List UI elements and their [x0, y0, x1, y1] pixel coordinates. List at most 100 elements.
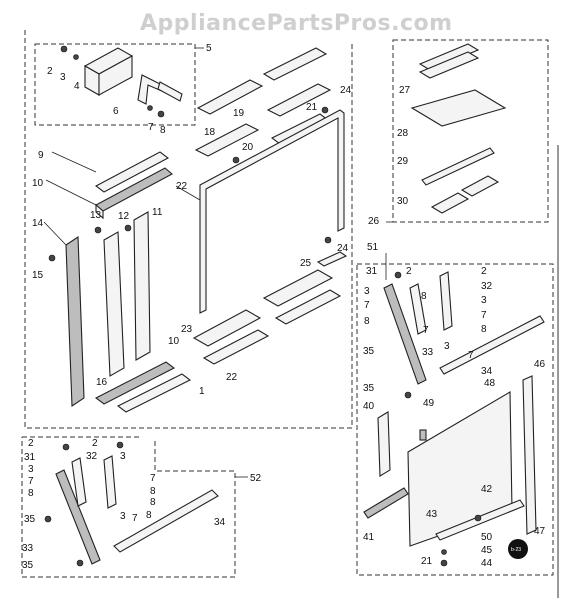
part-35-screw-52a [44, 515, 52, 523]
part-28-panel [410, 89, 507, 127]
part-18-rail-rear [262, 47, 328, 81]
part-24-screw-top [321, 106, 329, 114]
part-31-bracket [409, 283, 427, 335]
callout-8-51c: 8 [421, 291, 427, 302]
callout-10: 10 [32, 178, 44, 189]
callout-16: 16 [96, 377, 108, 388]
callout-3-52b: 3 [120, 451, 126, 462]
callout-7-52b: 7 [150, 473, 156, 484]
part-49-clip [419, 429, 427, 441]
part-23-rail [192, 309, 262, 347]
callout-3-51c: 3 [444, 341, 450, 352]
callout-22a: 22 [176, 181, 188, 192]
part-15-screw [48, 254, 56, 262]
callout-44: 44 [481, 558, 493, 569]
callout-45: 45 [481, 545, 493, 556]
callout-3-52a: 3 [28, 464, 34, 475]
callout-14: 14 [32, 218, 44, 229]
callout-8-52a: 8 [28, 488, 34, 499]
callout-35-52b: 35 [22, 560, 34, 571]
group-26-border [392, 39, 549, 223]
part-19-rail-strip [270, 113, 330, 145]
part-30-block-b [460, 175, 500, 197]
callout-26: 26 [368, 216, 380, 227]
part-12-screw [124, 224, 132, 232]
part-48-panel [407, 391, 513, 547]
part-9-channel [94, 151, 170, 193]
callout-7-51a: 7 [364, 300, 370, 311]
part-4-plate-front [98, 55, 133, 96]
main-assembly-border [24, 30, 353, 429]
callout-34-52: 34 [214, 517, 226, 528]
callout-11: 11 [152, 207, 163, 218]
callout-34-51: 34 [481, 366, 493, 377]
callout-6: 6 [113, 106, 119, 117]
part-2-screw-52b [116, 441, 124, 449]
part-46-jamb [522, 375, 537, 535]
part-22-frame [199, 109, 345, 314]
part-10-channel-end [95, 203, 104, 220]
callout-25: 25 [300, 258, 312, 269]
callout-21: 21 [306, 102, 318, 113]
part-42-screw [474, 514, 482, 522]
callout-20: 20 [242, 142, 254, 153]
part-27-seal-lower [418, 51, 480, 79]
part-13-screw [94, 226, 102, 234]
part-2-screw-52a [62, 443, 70, 451]
part-40-jamb [377, 411, 391, 477]
callout-2-52b: 2 [92, 438, 98, 449]
callout-7-52a: 7 [28, 476, 34, 487]
part-47-badge [508, 539, 528, 559]
part-24-screw-bottom [324, 236, 332, 244]
callout-21-51: 21 [421, 556, 433, 567]
part-1-sill [116, 373, 192, 413]
part-32-bracket-52 [103, 455, 117, 509]
callout-50: 50 [481, 532, 493, 543]
callout-29: 29 [397, 156, 409, 167]
part-35-screw-51 [404, 391, 412, 399]
part-22-rail-left [202, 329, 270, 365]
callout-31: 31 [366, 266, 378, 277]
group-5-border [34, 43, 196, 126]
callout-3-51a: 3 [364, 286, 370, 297]
callout-8-51b: 8 [481, 324, 487, 335]
callout-3-52c: 3 [120, 511, 126, 522]
callout-41: 41 [363, 532, 375, 543]
callout-2-51a: 2 [406, 266, 412, 277]
callout-35-51b: 35 [363, 383, 375, 394]
part-19-rail-rear [266, 83, 332, 117]
callout-7: 7 [148, 122, 154, 133]
part-3-washer [73, 54, 79, 60]
callout-42: 42 [481, 484, 493, 495]
callout-46: 46 [534, 359, 546, 370]
badge-text: b-23 [511, 547, 521, 553]
callout-18: 18 [204, 127, 216, 138]
callout-13: 13 [90, 210, 102, 221]
callout-22b: 22 [226, 372, 238, 383]
part-19-rail [194, 123, 260, 157]
part-34-rail [439, 315, 545, 375]
callout-23: 23 [181, 324, 193, 335]
part-34-rail-52 [113, 489, 219, 553]
group-52-border [21, 436, 236, 578]
callout-2-52a: 2 [28, 438, 34, 449]
callout-5: 5 [206, 43, 212, 54]
callout-labels: 2 3 4 5 6 7 8 9 10 11 12 13 14 15 16 18 … [22, 43, 546, 571]
part-22-rail-right [262, 269, 334, 307]
callout-8-52c: 8 [150, 497, 156, 508]
leader-lines [43, 47, 393, 478]
part-27-seal [418, 43, 480, 71]
callout-28: 28 [397, 128, 409, 139]
part-44-screw [440, 559, 448, 567]
callout-10b: 10 [168, 336, 180, 347]
callout-47: 47 [534, 526, 546, 537]
part-32-bracket [439, 271, 453, 331]
callout-19: 19 [233, 108, 245, 119]
callout-2-51b: 2 [481, 266, 487, 277]
callout-33-52: 33 [22, 543, 34, 554]
callout-52: 52 [250, 473, 262, 484]
callout-9: 9 [38, 150, 44, 161]
part-14-jamb [65, 235, 85, 408]
callout-8-52d: 8 [146, 510, 152, 521]
